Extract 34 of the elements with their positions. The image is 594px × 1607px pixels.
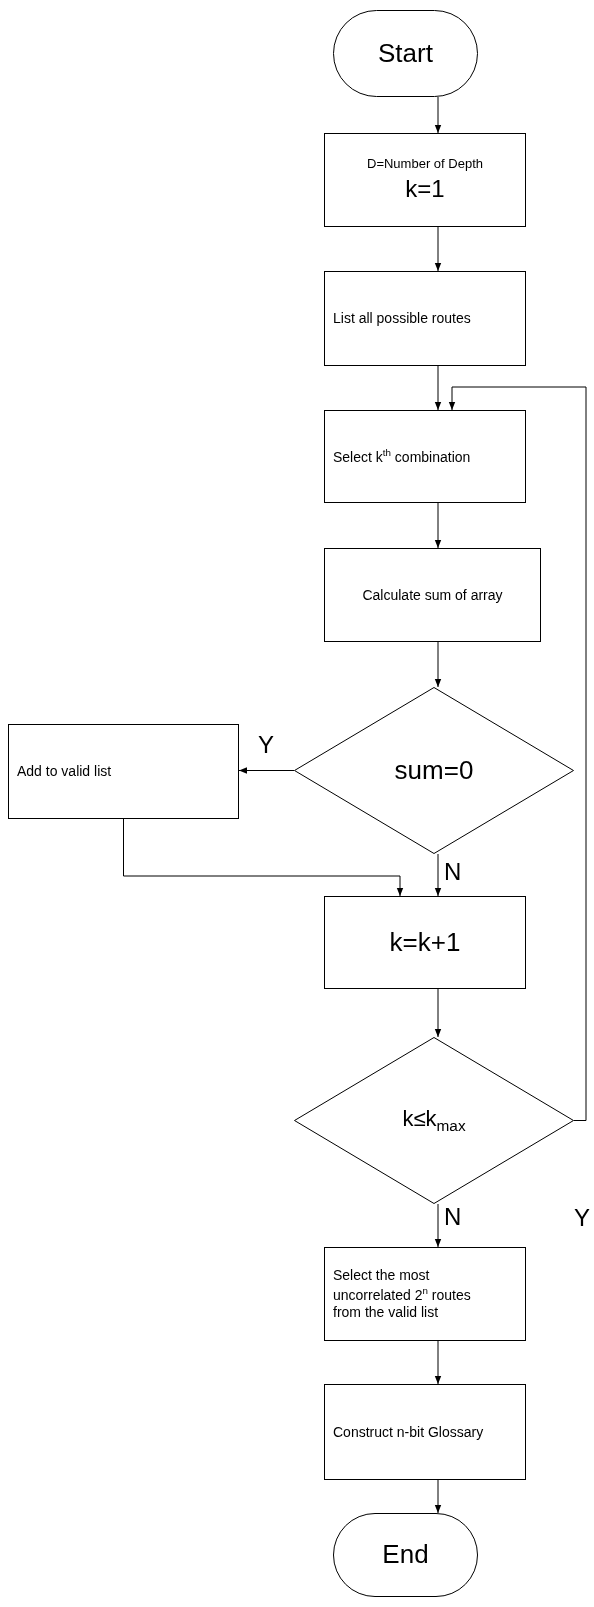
node-text: k=k+1 — [389, 925, 461, 959]
node-text: k=1 — [405, 173, 445, 204]
arrow — [434, 1340, 442, 1385]
node-text: Select k$^{th}$ combination — [333, 447, 471, 466]
node-text: End — [382, 1538, 429, 1572]
arrow — [434, 853, 442, 897]
arrow — [434, 641, 442, 688]
process-box — [324, 896, 526, 989]
node-text: sum=0 — [394, 753, 474, 787]
process-box — [324, 271, 526, 366]
node-text: k≤k$_{max}$ — [402, 1104, 466, 1137]
arrow — [434, 1479, 442, 1514]
process-box — [324, 410, 526, 503]
process-box — [8, 724, 239, 819]
node-text: Calculate sum of array — [362, 585, 503, 605]
node-text: Add to valid list — [17, 762, 112, 781]
process-box — [324, 1247, 526, 1341]
arrow — [434, 1203, 442, 1248]
arrow — [434, 226, 442, 272]
process-box — [324, 133, 526, 227]
arrow — [434, 502, 442, 549]
arrow — [238, 767, 295, 774]
arrow — [448, 386, 587, 1121]
arrow — [434, 365, 442, 411]
arrow — [434, 988, 442, 1038]
node-text: List all possible routes — [333, 309, 471, 328]
node-text: Start — [378, 36, 433, 70]
node-text: D=Number of Depth — [367, 155, 483, 173]
process-box — [324, 548, 541, 642]
node-text: Select the most uncorrelated 2$^{n}$ routes from the valid list — [333, 1266, 472, 1322]
process-box — [324, 1384, 526, 1480]
arrow — [123, 818, 404, 897]
arrow — [434, 96, 442, 134]
node-text: Construct n-bit Glossary — [333, 1422, 484, 1442]
